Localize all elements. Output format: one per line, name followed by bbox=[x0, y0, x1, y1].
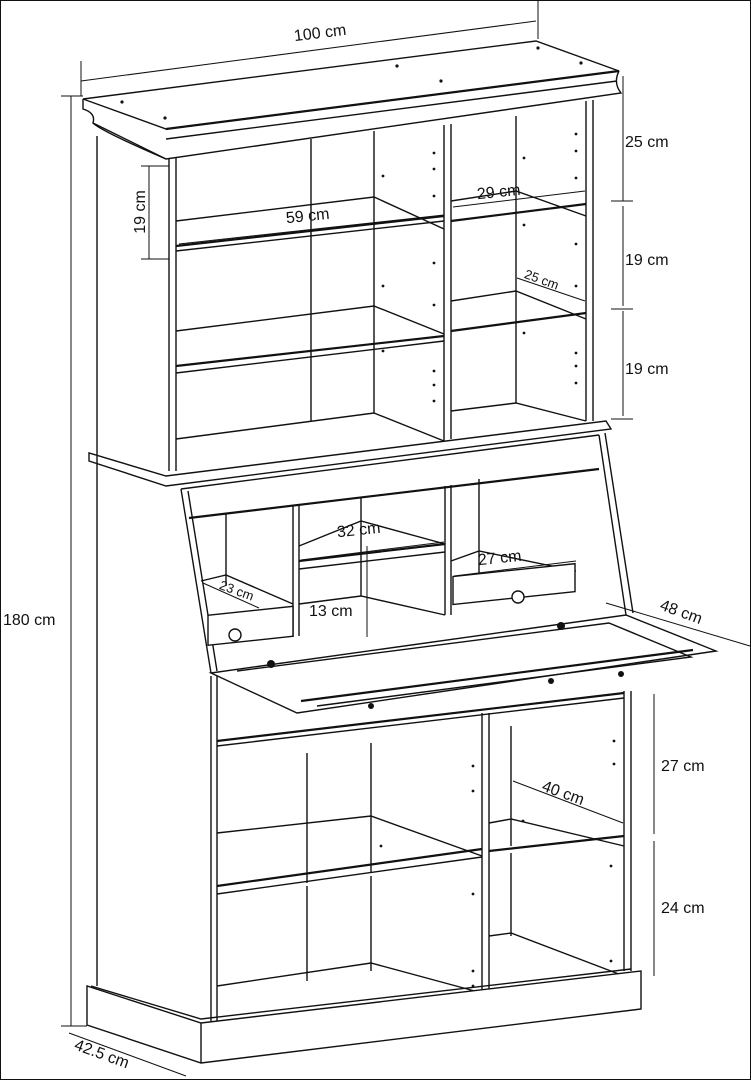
lower-upper-shelf-height-label: 27 cm bbox=[661, 758, 705, 775]
lower-lower-shelf-height-label: 24 cm bbox=[661, 900, 705, 917]
upper-hutch bbox=[88, 100, 613, 487]
top-shelf-height-label: 25 cm bbox=[625, 134, 669, 151]
middle-shelf-height-label: 19 cm bbox=[625, 252, 669, 269]
crown-top bbox=[82, 40, 623, 160]
lower-cabinet bbox=[86, 456, 642, 1064]
left-inner-height-label: 19 cm bbox=[131, 190, 149, 234]
height-label: 180 cm bbox=[3, 612, 56, 629]
bottom-shelf-height-label: 19 cm bbox=[625, 361, 669, 378]
desk-section bbox=[180, 432, 719, 714]
dimension-lines bbox=[61, 1, 751, 1077]
center-cubby-height-label: 13 cm bbox=[309, 603, 353, 620]
